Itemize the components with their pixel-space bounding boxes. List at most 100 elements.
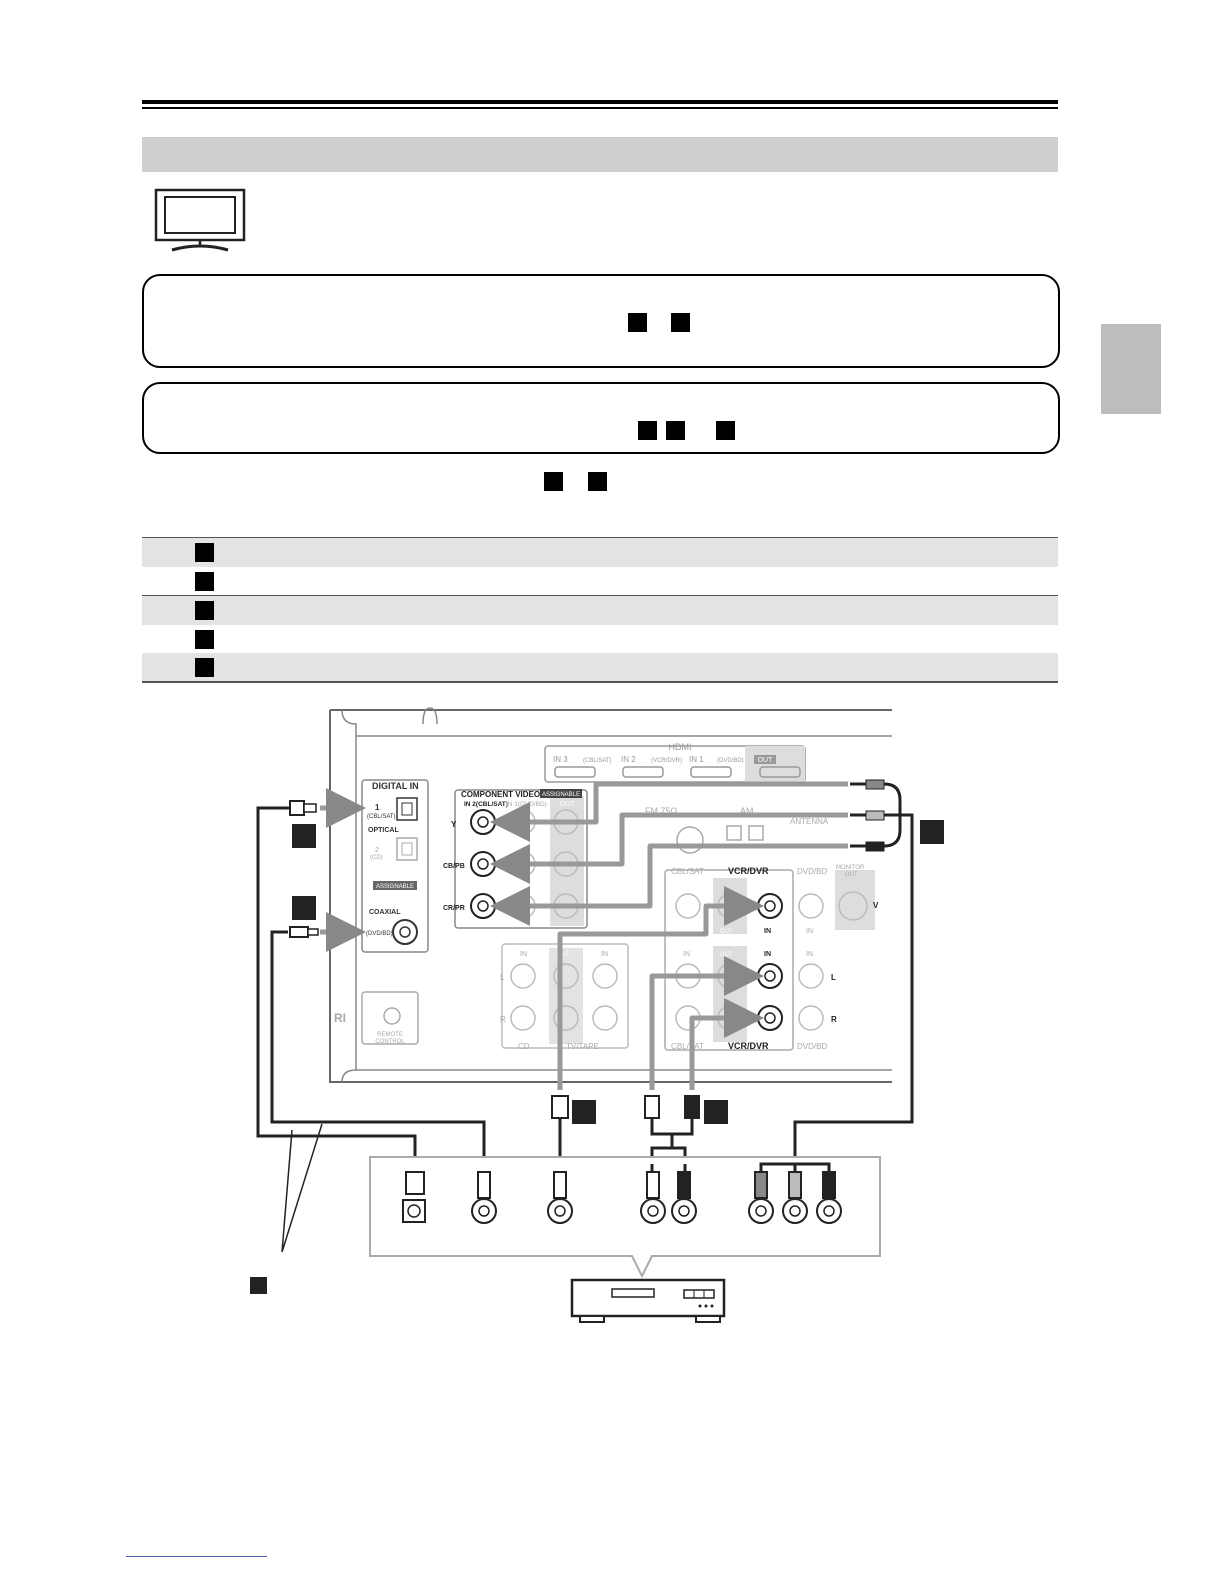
comp-in2-label: IN 2(CBL/SAT) <box>464 801 508 808</box>
remote-label: REMOTE <box>377 1032 403 1038</box>
cbpb-label: CB/PB <box>443 863 465 870</box>
component-assignable-label: ASSIGNABLE <box>542 792 580 798</box>
tvtape-label: TV/TAPE <box>566 1042 599 1051</box>
vcr-audio-in-label: IN <box>764 951 771 958</box>
av-jacks-section: CBL/SAT VCR/DVR DVD/BD MONITOR OUT V IN … <box>664 865 879 1051</box>
remote-label-2: CONTROL <box>375 1039 405 1045</box>
hdmi-in1-src: (DVD/BD) <box>717 758 744 764</box>
chapter-side-tab <box>1101 324 1161 414</box>
cblsat-bottom-label: CBL/SAT <box>671 1042 704 1051</box>
coaxial-label: COAXIAL <box>369 909 401 916</box>
vcrdvr-top-label: VCR/DVR <box>728 866 769 876</box>
l-label: L <box>831 973 836 982</box>
dvdbd-bottom-label: DVD/BD <box>797 1042 827 1051</box>
note-box-1 <box>142 274 1060 368</box>
ref-marker <box>195 543 214 562</box>
comp-out-label: OUT <box>560 801 576 808</box>
ref-marker <box>638 421 657 440</box>
digital-in-section: DIGITAL IN 1 (CBL/SAT) OPTICAL 2 (CD) AS… <box>361 779 429 953</box>
vcrdvr-bottom-label: VCR/DVR <box>728 1041 769 1051</box>
callout-marker <box>250 1277 267 1294</box>
callout-marker <box>572 1100 596 1124</box>
assignable-label: ASSIGNABLE <box>376 884 414 890</box>
digital-plugs <box>289 800 319 938</box>
hdmi-in2-src: (VCR/DVR) <box>651 758 682 764</box>
tvtape-out-label: OUT <box>557 952 570 958</box>
cbl-audio-in-label: IN <box>683 951 690 958</box>
table-rule <box>142 595 1058 597</box>
tvtape-in-label: IN <box>601 951 608 958</box>
am-label: AM <box>740 806 754 816</box>
optical-1-label: 1 <box>375 803 380 812</box>
hdmi-in1-label: IN 1 <box>689 755 704 764</box>
footer-link-underline <box>126 1556 267 1557</box>
dvd-video-in-label: IN <box>806 928 813 935</box>
crpr-label: CR/PR <box>443 905 465 912</box>
optical-2-label: 2 <box>375 847 379 854</box>
cd-l-label: L <box>500 973 505 982</box>
tv-icon <box>154 188 246 252</box>
table-row <box>142 538 1058 567</box>
ref-marker <box>544 472 563 491</box>
callout-marker <box>704 1100 728 1124</box>
hdmi-section: HDMI IN 3 (CBL/SAT) IN 2 (VCR/DVR) IN 1 … <box>544 742 806 783</box>
player-device-icon <box>570 1278 726 1323</box>
table-row <box>142 625 1058 654</box>
ref-marker <box>671 313 690 332</box>
antenna-label: ANTENNA <box>790 817 829 826</box>
v-label: V <box>873 901 879 910</box>
hdmi-in3-label: IN 3 <box>553 755 568 764</box>
cd-tvtape-section: IN OUT IN L R CD TV/TAPE <box>500 943 629 1051</box>
hdmi-label: HDMI <box>669 742 692 752</box>
cblsat-top-label: CBL/SAT <box>671 867 704 876</box>
ref-marker <box>195 630 214 649</box>
source-device-jacks <box>369 1156 881 1279</box>
monitor-out-label: OUT <box>845 872 858 878</box>
optical-1-src: (CBL/SAT) <box>367 814 396 820</box>
cd-r-label: R <box>500 1015 506 1024</box>
optical-label: OPTICAL <box>368 827 399 834</box>
dvd-audio-in-label: IN <box>806 951 813 958</box>
ref-marker <box>716 421 735 440</box>
receiver-rear-panel <box>329 707 892 1083</box>
coaxial-src: (DVD/BD) <box>366 931 393 937</box>
table-row <box>142 596 1058 625</box>
dvdbd-top-label: DVD/BD <box>797 867 827 876</box>
monitor-label: MONITOR <box>836 865 865 871</box>
hdmi-out-label: OUT <box>758 757 774 764</box>
fm-label: FM 75Ω <box>645 806 678 816</box>
optical-2-src: (CD) <box>370 855 383 861</box>
header-rule-thin <box>142 107 1058 109</box>
cd-label: CD <box>518 1042 530 1051</box>
note-box-2 <box>142 382 1060 454</box>
remote-control-section: RI REMOTE CONTROL <box>334 991 419 1045</box>
callout-marker <box>292 824 316 848</box>
table-top-rule <box>142 537 1058 539</box>
component-plugs <box>793 779 914 1160</box>
table-row <box>142 567 1058 596</box>
comp-in1-label: IN 1(DVD/BD) <box>506 801 547 808</box>
callout-marker <box>920 820 944 844</box>
vcr-audio-out-label: OUT <box>720 952 733 958</box>
ref-marker <box>195 601 214 620</box>
ref-marker <box>588 472 607 491</box>
r-label: R <box>831 1015 837 1024</box>
header-rule-thick <box>142 100 1058 104</box>
vcr-video-out-label: OUT <box>720 929 733 935</box>
section-heading-bar <box>142 137 1058 172</box>
hdmi-in2-label: IN 2 <box>621 755 636 764</box>
component-video-label: COMPONENT VIDEO <box>461 790 540 799</box>
ref-marker <box>195 572 214 591</box>
cd-in-label: IN <box>520 951 527 958</box>
ref-marker <box>666 421 685 440</box>
ref-marker <box>628 313 647 332</box>
table-row <box>142 653 1058 682</box>
vcr-video-in-label: IN <box>764 928 771 935</box>
table-bottom-rule <box>142 681 1058 683</box>
ri-label: RI <box>334 1011 346 1025</box>
ref-marker <box>195 658 214 677</box>
antenna-section: FM 75Ω AM ANTENNA <box>645 806 829 854</box>
av-plugs <box>551 1095 700 1178</box>
callout-marker <box>292 896 316 920</box>
